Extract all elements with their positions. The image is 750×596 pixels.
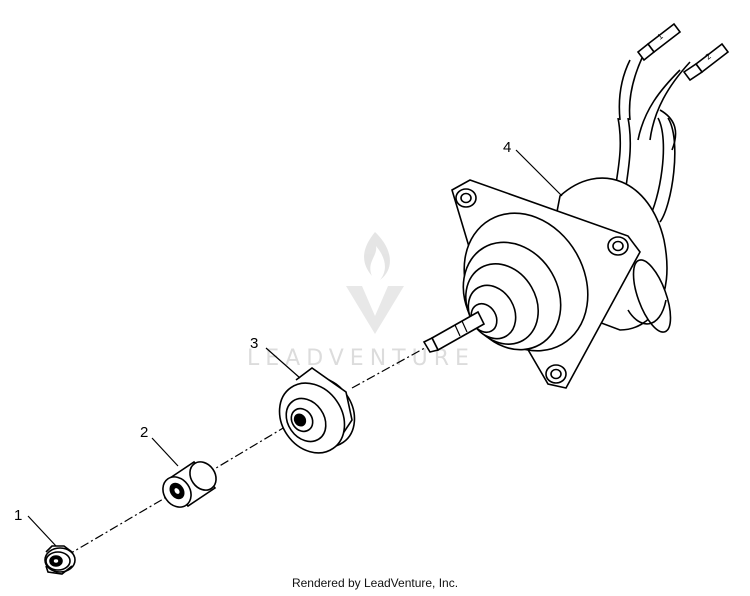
assembly-axis <box>65 343 433 557</box>
leader-2 <box>151 437 179 467</box>
part-4-motor: 1 2 <box>422 22 730 389</box>
callout-2: 2 <box>140 424 148 441</box>
part-1-nut <box>44 545 76 575</box>
footer-credit: Rendered by LeadVenture, Inc. <box>291 576 459 590</box>
wire-tag-1: 1 <box>656 31 665 41</box>
wire-terminal-1: 1 <box>636 22 682 62</box>
leader-1 <box>27 515 57 547</box>
motor-wires <box>613 57 691 223</box>
leader-lines <box>27 149 563 547</box>
callout-3: 3 <box>250 335 258 352</box>
flame-icon <box>364 232 390 280</box>
wire-terminal-2: 2 <box>682 42 730 82</box>
watermark-text: LEADVENTURE <box>247 346 475 371</box>
part-3-wheel <box>278 367 356 454</box>
callout-4: 4 <box>503 139 511 156</box>
callout-1: 1 <box>14 507 22 524</box>
leader-4 <box>515 149 563 197</box>
leadventure-watermark: LEADVENTURE <box>247 232 475 371</box>
wire-tag-2: 2 <box>704 51 713 61</box>
part-2-spacer <box>162 460 217 508</box>
v-mark-icon <box>346 286 404 334</box>
leader-3 <box>265 347 301 379</box>
